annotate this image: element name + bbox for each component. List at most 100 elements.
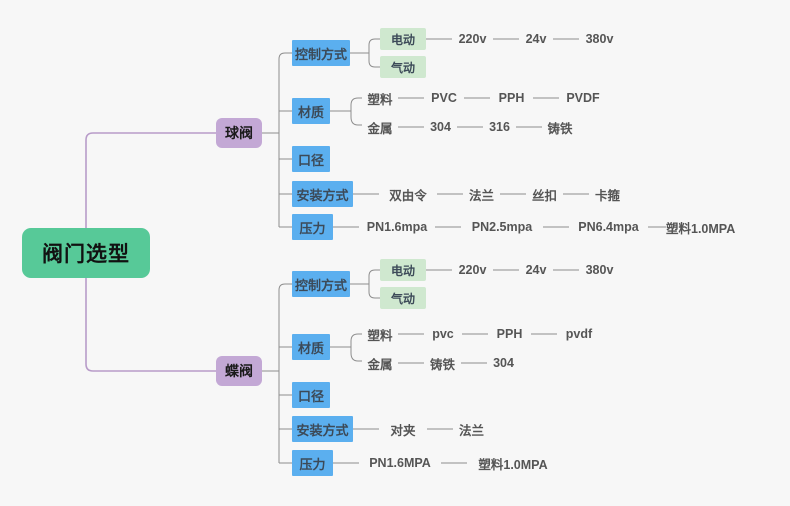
leaf-node[interactable]: PPH: [490, 89, 533, 107]
leaf-node[interactable]: PPH: [488, 325, 531, 343]
leaf-node-label: 塑料1.0MPA: [478, 457, 548, 472]
leaf-node[interactable]: 法兰: [463, 185, 500, 203]
leaf-node[interactable]: 24v: [519, 261, 553, 279]
branch-node-label: 蝶阀: [225, 363, 253, 379]
root-node[interactable]: 阀门选型: [22, 228, 150, 278]
category-node-pressure[interactable]: 压力: [292, 450, 333, 476]
option-node-label: 气动: [390, 291, 415, 306]
leaf-node-label: 380v: [585, 263, 614, 277]
leaf-node[interactable]: 220v: [452, 261, 493, 279]
leaf-node[interactable]: 塑料1.0MPA: [467, 454, 559, 472]
leaf-node-label: 220v: [458, 263, 487, 277]
option-node-label: 电动: [390, 263, 415, 278]
leaf-node[interactable]: 双由令: [379, 185, 437, 203]
category-node-control-method[interactable]: 控制方式: [292, 40, 350, 66]
leaf-node[interactable]: PN1.6MPA: [359, 454, 441, 472]
root-node-label: 阀门选型: [42, 243, 130, 266]
leaf-node-label: PN6.4mpa: [578, 220, 639, 234]
option-node-label: 塑料: [367, 92, 393, 107]
leaf-node-label: 铸铁: [547, 121, 573, 136]
leaf-node-label: PVDF: [566, 91, 600, 105]
branch-node-butterfly-valve[interactable]: 蝶阀: [216, 356, 262, 386]
category-node-material[interactable]: 材质: [292, 98, 330, 124]
category-node-diameter[interactable]: 口径: [292, 146, 330, 172]
option-node-electric[interactable]: 电动: [380, 28, 426, 50]
branch-node-label: 球阀: [225, 125, 253, 141]
leaf-node-label: pvdf: [565, 327, 593, 341]
leaf-node[interactable]: 380v: [579, 30, 620, 48]
leaf-node-label: PN1.6MPA: [369, 456, 431, 470]
leaf-node[interactable]: 380v: [579, 261, 620, 279]
option-node-label: 电动: [390, 32, 415, 47]
leaf-node-label: 304: [430, 120, 451, 134]
leaf-node-label: 丝扣: [531, 188, 557, 203]
category-node-label: 材质: [297, 104, 324, 120]
option-node-pneumatic[interactable]: 气动: [380, 56, 426, 78]
category-node-label: 安装方式: [296, 422, 349, 438]
leaf-node[interactable]: PN2.5mpa: [461, 218, 543, 236]
leaf-node[interactable]: 丝扣: [526, 185, 563, 203]
leaf-node-label: 380v: [585, 32, 614, 46]
category-node-label: 口径: [297, 152, 324, 168]
leaf-node[interactable]: 法兰: [453, 420, 490, 438]
category-node-control-method[interactable]: 控制方式: [292, 271, 350, 297]
option-node-pneumatic[interactable]: 气动: [380, 287, 426, 309]
leaf-node-label: PPH: [496, 327, 523, 341]
leaf-node[interactable]: PN6.4mpa: [569, 218, 648, 236]
category-node-diameter[interactable]: 口径: [292, 382, 330, 408]
leaf-node-label: 对夹: [390, 423, 416, 438]
category-node-label: 控制方式: [294, 46, 347, 62]
category-node-material[interactable]: 材质: [292, 334, 330, 360]
leaf-node[interactable]: 对夹: [379, 420, 427, 438]
leaf-node[interactable]: 316: [483, 118, 516, 136]
leaf-node-label: 304: [493, 356, 514, 370]
leaf-node-label: PN1.6mpa: [366, 220, 428, 234]
category-node-label: 安装方式: [296, 187, 349, 203]
leaf-node[interactable]: PVC: [424, 89, 464, 107]
leaf-node[interactable]: 铸铁: [424, 354, 461, 372]
leaf-node-label: 塑料1.0MPA: [666, 221, 736, 236]
option-node-metal[interactable]: 金属: [362, 354, 398, 372]
option-node-plastic[interactable]: 塑料: [362, 89, 398, 107]
category-node-label: 材质: [297, 340, 324, 356]
option-node-plastic[interactable]: 塑料: [362, 325, 398, 343]
leaf-node[interactable]: 塑料1.0MPA: [666, 218, 766, 236]
leaf-node[interactable]: pvc: [424, 325, 462, 343]
leaf-node[interactable]: pvdf: [557, 325, 601, 343]
option-node-metal[interactable]: 金属: [362, 118, 398, 136]
category-node-label: 控制方式: [294, 277, 347, 293]
leaf-node-label: 24v: [525, 263, 547, 277]
leaf-node[interactable]: PN1.6mpa: [359, 218, 435, 236]
leaf-node-label: 法兰: [468, 188, 494, 203]
leaf-node-label: pvc: [432, 327, 454, 341]
leaf-node-label: 双由令: [389, 188, 427, 203]
leaf-node-label: 铸铁: [429, 357, 455, 372]
leaf-node-label: 24v: [525, 32, 547, 46]
leaf-node-label: 卡箍: [594, 188, 620, 203]
option-node-label: 金属: [367, 121, 393, 136]
branch-node-ball-valve[interactable]: 球阀: [216, 118, 262, 148]
option-node-label: 气动: [390, 60, 415, 75]
category-node-label: 压力: [299, 220, 326, 236]
leaf-node-label: 法兰: [458, 423, 484, 438]
leaf-node[interactable]: 220v: [452, 30, 493, 48]
leaf-node-label: PVC: [431, 91, 457, 105]
leaf-node-label: PPH: [498, 91, 525, 105]
category-node-installation[interactable]: 安装方式: [292, 181, 353, 207]
leaf-node-label: 316: [489, 120, 510, 134]
category-node-label: 压力: [299, 456, 326, 472]
leaf-node-label: PN2.5mpa: [471, 220, 533, 234]
option-node-label: 塑料: [367, 328, 393, 343]
leaf-node-label: 220v: [458, 32, 487, 46]
leaf-node[interactable]: 304: [487, 354, 520, 372]
category-node-installation[interactable]: 安装方式: [292, 416, 353, 442]
option-node-label: 金属: [367, 357, 393, 372]
leaf-node[interactable]: 铸铁: [542, 118, 578, 136]
leaf-node[interactable]: PVDF: [559, 89, 607, 107]
category-node-pressure[interactable]: 压力: [292, 214, 333, 240]
leaf-node[interactable]: 304: [424, 118, 457, 136]
option-node-electric[interactable]: 电动: [380, 259, 426, 281]
leaf-node[interactable]: 24v: [519, 30, 553, 48]
leaf-node[interactable]: 卡箍: [589, 185, 626, 203]
